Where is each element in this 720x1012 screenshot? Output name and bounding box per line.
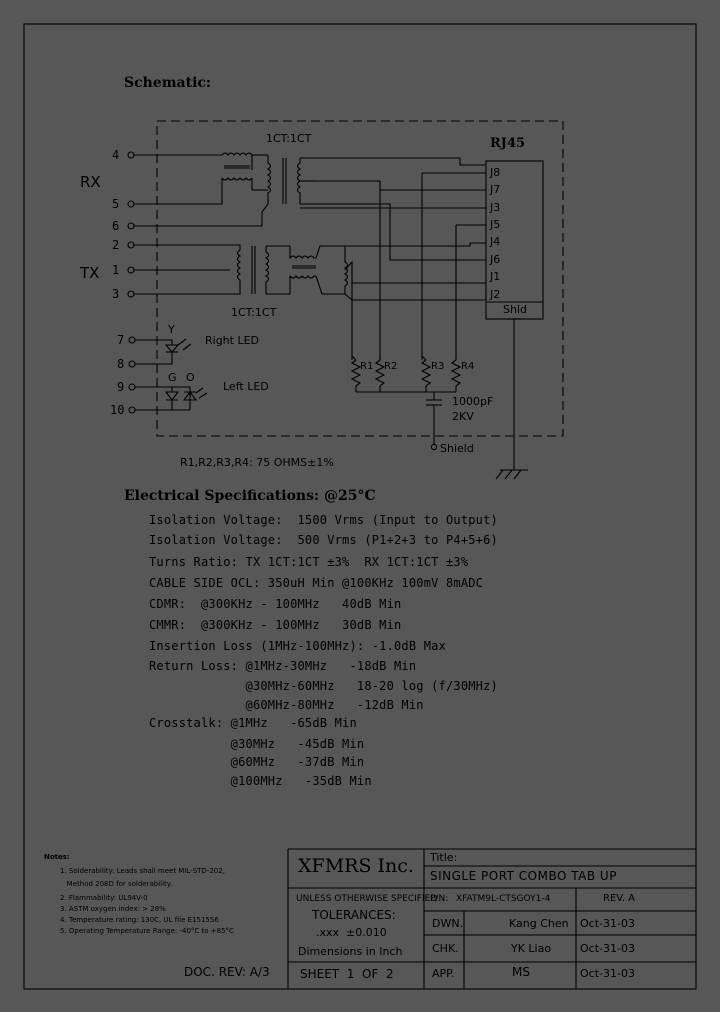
electrical-heading: Electrical Specifications: @25°C (124, 488, 376, 504)
note-3: 3. ASTM oxygen index: > 28% (60, 905, 166, 913)
right-led (135, 338, 192, 365)
spec-return-loss-3: @60MHz-80MHz -12dB Min (149, 698, 424, 712)
pin-7: 7 (117, 333, 124, 347)
pin-8: 8 (117, 357, 124, 371)
r1-label: R1 (360, 361, 373, 372)
r4-label: R4 (461, 361, 474, 372)
left-led (135, 386, 208, 411)
spec-ocl: CABLE SIDE OCL: 350uH Min @100KHz 100mV … (149, 576, 484, 590)
note-2: 2. Flammability: UL94V-0 (60, 894, 148, 902)
r2-label: R2 (384, 361, 397, 372)
pin-6: 6 (112, 219, 119, 233)
left-led-color-g: G (168, 371, 177, 384)
note-4: 4. Temperature rating: 130C, UL file E15… (60, 916, 219, 924)
capacitor-value: 1000pF (452, 395, 493, 408)
notes-heading: Notes: (44, 853, 70, 861)
rj45-wiring (300, 172, 486, 360)
rj45-pin-labels: J8 J7 J3 J5 J4 J6 J1 J2 (489, 166, 500, 301)
pin-terminals (127, 151, 136, 414)
pn-label: P/N: (430, 894, 449, 904)
right-led-label: Right LED (205, 334, 259, 347)
left-pin-labels: 4 5 6 2 1 3 7 8 9 10 (110, 148, 124, 417)
company-name: XFMRS Inc. (298, 855, 414, 877)
note-1-cont: Method 208D for solderability. (60, 880, 173, 888)
tx-transformer-ratio: 1CT:1CT (231, 306, 277, 319)
revision: REV. A (603, 893, 636, 904)
tolerances-label: TOLERANCES: (312, 908, 396, 922)
capacitor-voltage: 2KV (452, 410, 474, 423)
tx-transformer (134, 242, 487, 301)
spec-isolation-1: Isolation Voltage: 1500 Vrms (Input to O… (149, 513, 498, 527)
spec-return-loss-1: Return Loss: @1MHz-30MHz -18dB Min (149, 659, 417, 673)
r3-label: R3 (431, 361, 444, 372)
pin-5: 5 (112, 197, 119, 211)
sheet-border (23, 23, 697, 990)
pin-j3: J3 (489, 201, 500, 214)
title-label: Title: (430, 851, 458, 864)
unless-specified: UNLESS OTHERWISE SPECIFIED (296, 894, 438, 904)
sheet-number: SHEET 1 OF 2 (300, 967, 394, 981)
pin-j5: J5 (489, 218, 500, 231)
note-5: 5. Operating Temperature Range: -40°C to… (60, 927, 234, 935)
pin-j6: J6 (489, 253, 500, 266)
pin-j8: J8 (489, 166, 500, 179)
right-led-color: Y (167, 323, 175, 336)
connector-label: RJ45 (490, 136, 525, 151)
dwn-name: Kang Chen (509, 917, 569, 930)
left-led-color-o: O (186, 371, 195, 384)
title-block-grid (287, 848, 696, 989)
drawing-title: SINGLE PORT COMBO TAB UP (430, 869, 617, 883)
pin-9: 9 (117, 380, 124, 394)
part-number: XFATM9L-CTSGOY1-4 (456, 894, 551, 904)
rx-group-label: RX (80, 173, 101, 191)
pin-j4: J4 (489, 235, 500, 248)
pin-3: 3 (112, 287, 119, 301)
chk-date: Oct-31-03 (580, 942, 635, 955)
pin-1: 1 (112, 263, 119, 277)
dimensions-unit: Dimensions in Inch (298, 945, 403, 958)
doc-revision: DOC. REV: A/3 (184, 965, 270, 979)
chk-name: YK Liao (511, 942, 552, 955)
module-outline (156, 120, 564, 437)
schematic-heading: Schematic: (124, 75, 211, 91)
spec-crosstalk-1: Crosstalk: @1MHz -65dB Min (149, 716, 357, 730)
pin-4: 4 (112, 148, 119, 162)
spec-return-loss-2: @30MHz-60MHz 18-20 log (f/30MHz) (149, 679, 498, 693)
dwn-label: DWN. (432, 917, 464, 930)
resistor-value-note: R1,R2,R3,R4: 75 OHMS±1% (180, 456, 334, 469)
spec-cmmr: CMMR: @300KHz - 100MHz 30dB Min (149, 618, 402, 632)
pin-j2: J2 (489, 288, 500, 301)
pin-j7: J7 (489, 183, 500, 196)
left-led-label: Left LED (223, 380, 269, 393)
spec-turns-ratio: Turns Ratio: TX 1CT:1CT ±3% RX 1CT:1CT ±… (149, 555, 469, 569)
spec-crosstalk-4: @100MHz -35dB Min (149, 774, 372, 788)
app-date: Oct-31-03 (580, 967, 635, 980)
spec-crosstalk-3: @60MHz -37dB Min (149, 755, 365, 769)
app-name: MS (512, 965, 530, 979)
chk-label: CHK. (432, 942, 459, 955)
shield-pin-label: Shld (503, 303, 527, 316)
tx-group-label: TX (79, 264, 99, 282)
spec-isolation-2: Isolation Voltage: 500 Vrms (P1+2+3 to P… (149, 533, 498, 547)
dwn-date: Oct-31-03 (580, 917, 635, 930)
note-1: 1. Solderability: Leads shall meet MIL-S… (60, 867, 225, 875)
shield-label: Shield (440, 442, 474, 455)
spec-crosstalk-2: @30MHz -45dB Min (149, 737, 365, 751)
spec-cdmr: CDMR: @300KHz - 100MHz 40dB Min (149, 597, 402, 611)
pin-2: 2 (112, 238, 119, 252)
pin-j1: J1 (489, 270, 500, 283)
tolerance-value: .xxx ±0.010 (316, 926, 387, 939)
termination-resistors (350, 355, 462, 451)
app-label: APP. (432, 967, 455, 980)
rx-transformer-ratio: 1CT:1CT (266, 132, 312, 145)
spec-insertion-loss: Insertion Loss (1MHz-100MHz): -1.0dB Max (149, 639, 446, 653)
rx-transformer (134, 152, 486, 261)
pin-10: 10 (110, 403, 124, 417)
